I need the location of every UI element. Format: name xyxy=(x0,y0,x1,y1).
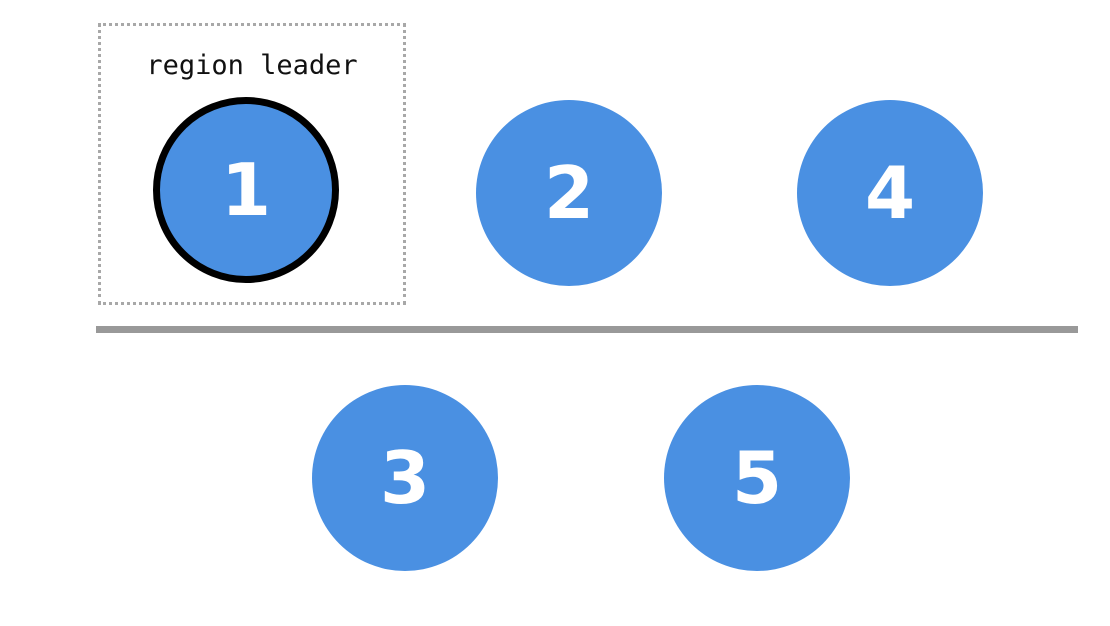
node-5: 5 xyxy=(664,385,850,571)
node-4: 4 xyxy=(797,100,983,286)
node-1: 1 xyxy=(153,97,339,283)
node-3: 3 xyxy=(312,385,498,571)
region-leader-label: region leader xyxy=(146,50,358,81)
node-2: 2 xyxy=(476,100,662,286)
region-leader-box: region leader xyxy=(98,23,406,305)
region-divider xyxy=(96,326,1078,333)
